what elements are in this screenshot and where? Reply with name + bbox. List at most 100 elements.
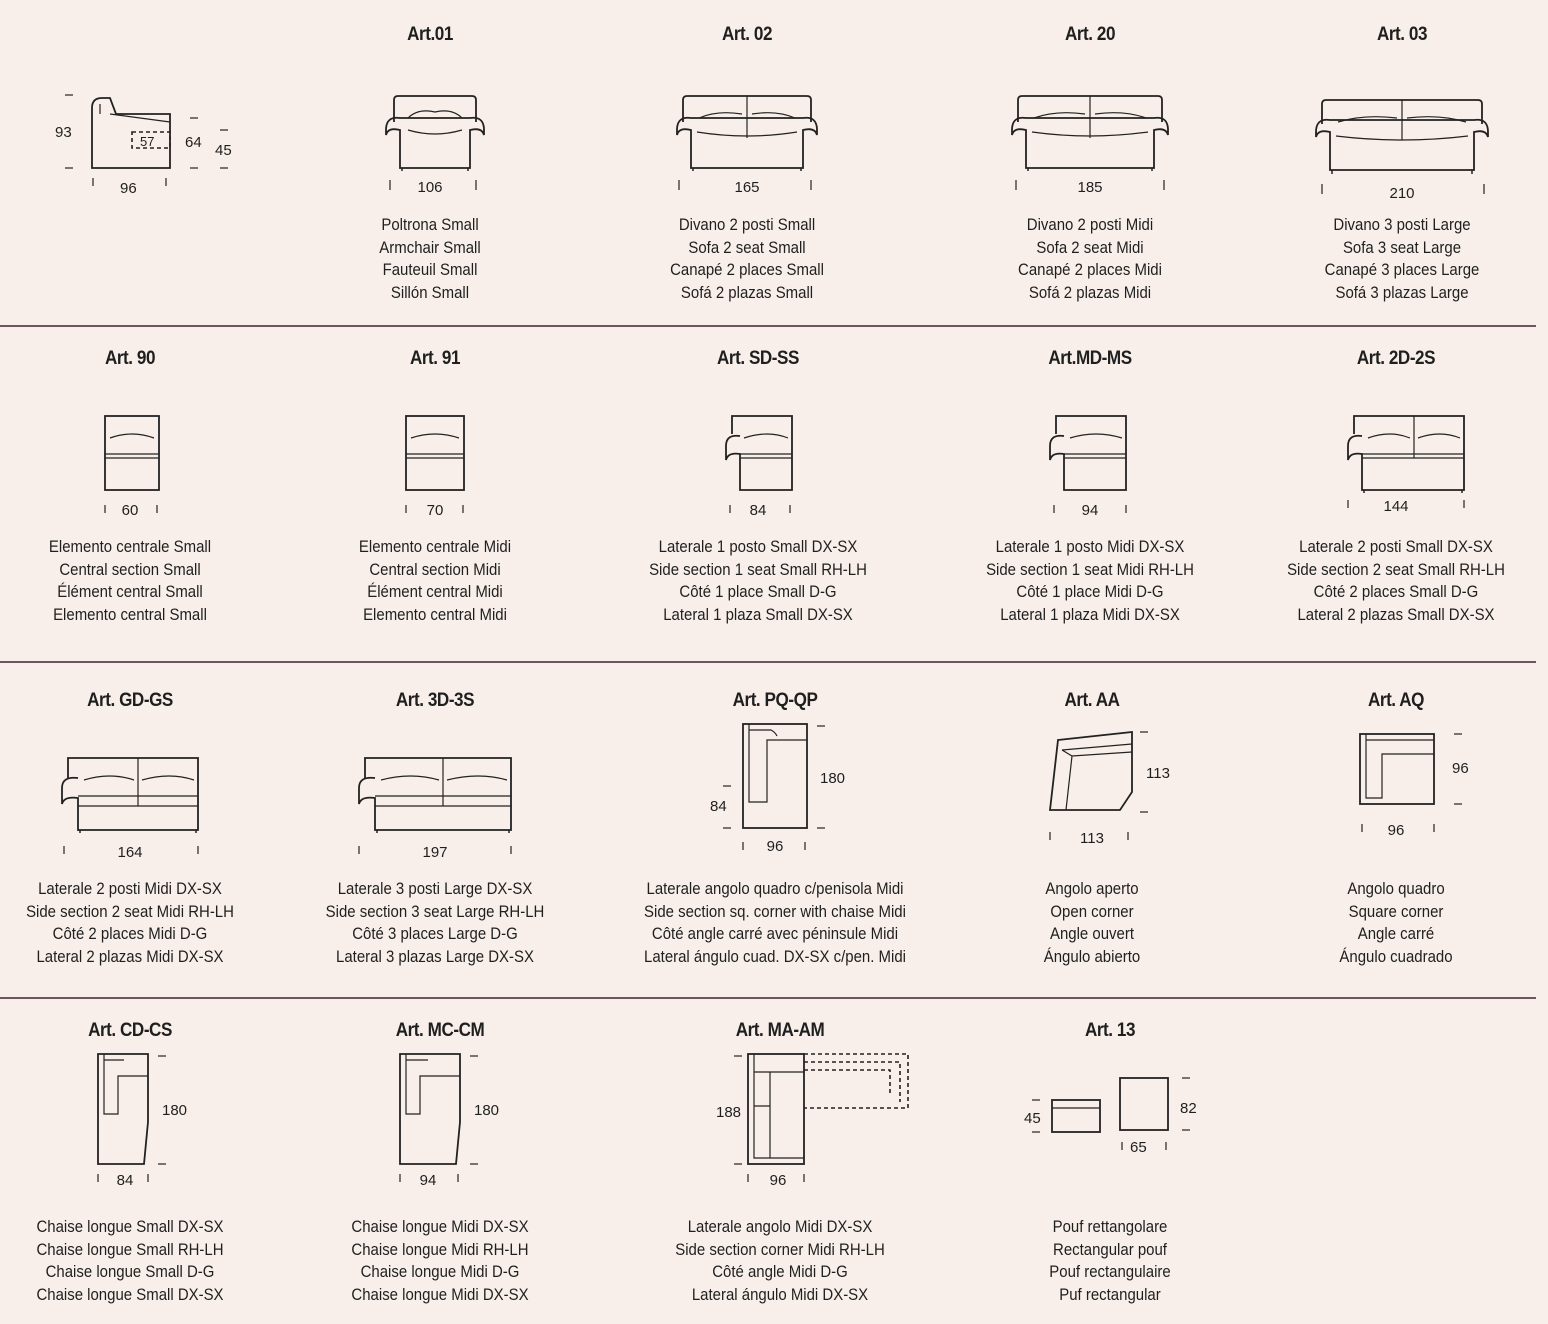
product-description: Laterale 2 posti Midi DX-SX Side section…: [16, 878, 245, 968]
dim-width: 210: [1389, 185, 1415, 202]
product-art-sd-ss: Art. SD-SS 84 Laterale 1 posto Small DX-…: [649, 330, 867, 650]
product-code: Art. 20: [1064, 24, 1116, 45]
product-art-3d-3s: Art. 3D-3S 197 Laterale 3 posti Large DX…: [326, 670, 545, 990]
dim-width: 106: [417, 179, 443, 196]
product-code: Art. 02: [721, 24, 773, 45]
desc-es: Sofá 3 plazas Large: [1335, 282, 1469, 302]
desc-it: Laterale angolo quadro c/penisola Midi: [646, 879, 904, 898]
desc-fr: Côté angle Midi D-G: [712, 1262, 848, 1281]
product-art-13: Art. 13 45 82 65 Pouf rettangolare Recta…: [1010, 1002, 1210, 1322]
dim-width: 94: [419, 1172, 437, 1189]
desc-it: Pouf rettangolare: [1052, 1217, 1168, 1236]
desc-fr: Angle carré: [1357, 924, 1435, 943]
product-code: Art.MD-MS: [1048, 348, 1132, 369]
product-art-cd-cs: Art. CD-CS 180 84 Chaise longue Small DX…: [30, 1002, 230, 1322]
product-code: Art. CD-CS: [88, 1020, 172, 1041]
product-art-01: Art.01 106 Poltrona Small Armchair Small…: [330, 0, 530, 320]
desc-es: Chaise longue Midi DX-SX: [351, 1284, 529, 1304]
desc-it: Angolo aperto: [1045, 879, 1139, 898]
product-code: Art. MA-AM: [735, 1020, 825, 1041]
product-description: Divano 3 posti Large Sofa 3 seat Large C…: [1288, 214, 1517, 304]
desc-it: Angolo quadro: [1347, 879, 1445, 898]
central-section-small-icon: [104, 415, 160, 513]
dim-height: 180: [474, 1102, 500, 1119]
product-description: Laterale angolo Midi DX-SX Side section …: [666, 1216, 895, 1306]
desc-en: Side section 2 seat Midi RH-LH: [26, 901, 234, 921]
desc-fr: Canapé 2 places Small: [670, 260, 824, 279]
side-section-2-seat-small-icon: [1347, 415, 1465, 508]
desc-it: Divano 2 posti Small: [678, 215, 816, 234]
square-corner-icon: [1359, 733, 1462, 832]
product-code: Art. PQ-QP: [732, 690, 818, 711]
desc-es: Lateral 2 plazas Midi DX-SX: [36, 946, 224, 966]
dim-width: 96: [769, 1172, 787, 1189]
desc-it: Poltrona Small: [381, 215, 479, 234]
desc-it: Elemento centrale Midi: [358, 537, 512, 556]
desc-fr: Pouf rectangulaire: [1049, 1262, 1171, 1281]
product-art-02: Art. 02 165 Divano 2 posti Small Sofa 2 …: [647, 0, 847, 320]
dim-width: 165: [734, 179, 760, 196]
desc-it: Divano 2 posti Midi: [1026, 215, 1154, 234]
desc-es: Lateral 3 plazas Large DX-SX: [336, 946, 534, 966]
dim-width: 164: [117, 844, 143, 861]
dim-seat-depth: 57: [140, 134, 154, 149]
desc-it: Chaise longue Small DX-SX: [36, 1217, 224, 1236]
desc-en: Central section Midi: [369, 559, 501, 579]
open-corner-icon: [1048, 730, 1148, 840]
desc-fr: Côté angle carré avec péninsule Midi: [651, 924, 899, 943]
dim-width: 84: [749, 502, 767, 519]
side-section-2-seat-midi-icon: [61, 757, 199, 854]
product-art-gd-gs: Art. GD-GS 164 Laterale 2 posti Midi DX-…: [26, 670, 234, 990]
dim-width: 144: [1383, 498, 1409, 515]
product-code: Art. 90: [104, 348, 156, 369]
desc-it: Laterale 1 posto Small DX-SX: [658, 537, 858, 556]
product-art-20: Art. 20 185 Divano 2 posti Midi Sofa 2 s…: [990, 0, 1190, 320]
desc-fr: Côté 2 places Small D-G: [1313, 582, 1479, 601]
dim-seat-height: 64: [185, 134, 202, 151]
product-code: Art. 2D-2S: [1356, 348, 1436, 369]
desc-fr: Fauteuil Small: [382, 260, 478, 279]
chaise-longue-midi-icon: [399, 1053, 478, 1182]
product-description: Elemento centrale Midi Central section M…: [321, 536, 550, 626]
side-section-1-seat-small-icon: [725, 415, 793, 513]
desc-en: Chaise longue Small RH-LH: [36, 1239, 224, 1259]
desc-en: Side section sq. corner with chaise Midi: [644, 901, 906, 921]
sofa-3-seat-icon: [1315, 99, 1489, 194]
product-art-91: Art. 91 70 Elemento centrale Midi Centra…: [335, 330, 535, 650]
product-art-mc-cm: Art. MC-CM 180 94 Chaise longue Midi DX-…: [340, 1002, 540, 1322]
product-description: Laterale 3 posti Large DX-SX Side sectio…: [321, 878, 550, 968]
corner-section-midi-icon: [734, 1053, 909, 1182]
dim-height: 180: [820, 770, 846, 787]
product-code: Art.01: [407, 24, 453, 45]
desc-en: Side section 3 seat Large RH-LH: [325, 901, 545, 921]
product-description: Laterale angolo quadro c/penisola Midi S…: [634, 878, 916, 968]
dim-width: 96: [1387, 822, 1405, 839]
product-description: Divano 2 posti Midi Sofa 2 seat Midi Can…: [976, 214, 1205, 304]
desc-fr: Angle ouvert: [1049, 924, 1134, 943]
dim-height: 96: [1452, 760, 1469, 777]
desc-es: Sofá 2 plazas Small: [680, 282, 814, 302]
product-code: Art. SD-SS: [717, 348, 799, 369]
desc-es: Lateral 1 plaza Midi DX-SX: [1000, 604, 1180, 624]
product-code: Art. 03: [1376, 24, 1428, 45]
product-description: Laterale 2 posti Small DX-SX Side sectio…: [1282, 536, 1511, 626]
dim-arm-height: 45: [215, 142, 232, 159]
desc-fr: Chaise longue Small D-G: [45, 1262, 215, 1281]
desc-fr: Chaise longue Midi D-G: [360, 1262, 520, 1281]
sofa-2-seat-midi-icon: [1011, 95, 1169, 190]
dim-width: 94: [1081, 502, 1099, 519]
product-description: Chaise longue Midi DX-SX Chaise longue M…: [326, 1216, 555, 1306]
desc-en: Side section 2 seat Small RH-LH: [1287, 559, 1505, 579]
product-code: Art. GD-GS: [87, 690, 173, 711]
desc-es: Lateral ángulo cuad. DX-SX c/pen. Midi: [644, 946, 906, 966]
product-description: Chaise longue Small DX-SX Chaise longue …: [16, 1216, 245, 1306]
desc-fr: Canapé 2 places Midi: [1018, 260, 1162, 279]
desc-it: Chaise longue Midi DX-SX: [351, 1217, 529, 1236]
desc-en: Side section 1 seat Midi RH-LH: [986, 559, 1194, 579]
central-section-midi-icon: [405, 415, 465, 513]
product-art-ma-am: Art. MA-AM 188 96 Laterale angolo Midi D…: [675, 1002, 909, 1322]
dim-width: 60: [121, 502, 139, 519]
desc-es: Ángulo cuadrado: [1339, 946, 1453, 966]
desc-en: Sofa 2 seat Small: [688, 237, 806, 257]
dim-height-pouf-2: 82: [1180, 1100, 1197, 1117]
